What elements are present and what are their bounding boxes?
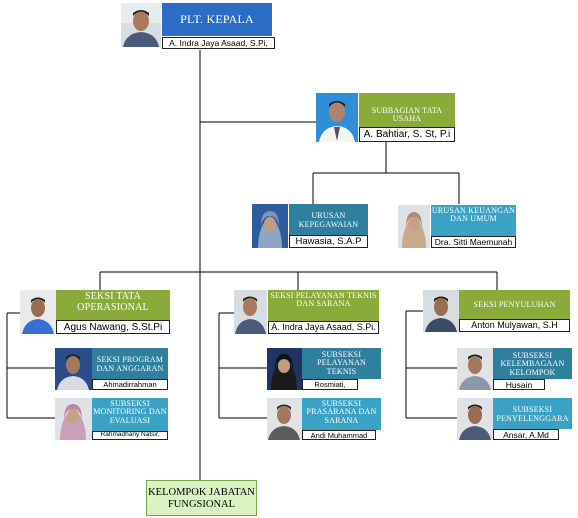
node-title: URUSAN KEUANGAN DAN UMUM — [431, 205, 516, 236]
person-photo — [423, 290, 459, 332]
node-title: SUBSEKSI MONITORING DAN EVALUASI — [92, 398, 168, 431]
person-photo — [55, 348, 92, 390]
node-name: Ansar, A.Md — [493, 429, 559, 440]
person-photo — [267, 398, 302, 440]
node-name: Hawasia, S.A.P — [289, 235, 368, 248]
node-title: URUSAN KEPEGAWAIAN — [289, 204, 368, 235]
person-photo — [121, 3, 161, 47]
node-title: SEKSI TATA OPERASIONAL — [56, 290, 170, 320]
node-name: A. Indra Jaya Asaad, S.Pi, — [162, 37, 275, 49]
node-title: SUBSEKSI PRASARANA DAN SARANA — [302, 398, 381, 430]
node-name: Ahmadirrahman — [92, 379, 168, 390]
node-name: A. Bahtiar, S. St, P.i — [359, 127, 455, 142]
node-name: Anton Mulyawan, S.H — [459, 319, 570, 332]
person-photo — [267, 348, 302, 390]
person-photo — [316, 93, 358, 142]
node-name: Rosmiati, — [302, 379, 358, 390]
node-title: KELOMPOK JABATAN FUNGSIONAL — [148, 487, 255, 510]
person-photo — [398, 205, 430, 248]
node-title: SEKSI PROGRAM DAN ANGGARAN — [92, 348, 168, 379]
node-name: Dra. Sitti Maemunah — [431, 236, 516, 248]
person-photo — [457, 398, 493, 440]
node-title: SEKSI PENYULUHAN — [459, 290, 570, 319]
node-title: SUBBAGIAN TATA USAHA — [359, 93, 455, 127]
node-name: A. Indra Jaya Asaad, S.Pi. — [268, 321, 379, 334]
person-photo — [55, 398, 92, 440]
person-photo — [20, 290, 56, 334]
person-photo — [234, 290, 267, 334]
person-photo — [252, 204, 288, 248]
node-kelompok-jabatan: KELOMPOK JABATAN FUNGSIONAL — [146, 480, 257, 516]
node-name: Andi Muhammad — [302, 430, 376, 440]
node-title: SUBSEKSI KELEMBAGAAN KELOMPOK — [493, 348, 572, 379]
node-title: SUBSEKSI PENYELENGGARA — [493, 398, 572, 429]
node-name: Husain — [493, 379, 545, 390]
person-photo — [457, 348, 493, 390]
node-name: Agus Nawang, S.St.Pi — [56, 320, 170, 334]
node-name: Rahmadhany Natsir, — [92, 431, 168, 440]
node-title: SUBSEKSI PELAYANAN TEKNIS — [302, 348, 381, 379]
node-title: SEKSI PELAYANAN TEKNIS DAN SARANA — [268, 290, 379, 321]
node-title: Plt. KEPALA — [162, 3, 272, 36]
